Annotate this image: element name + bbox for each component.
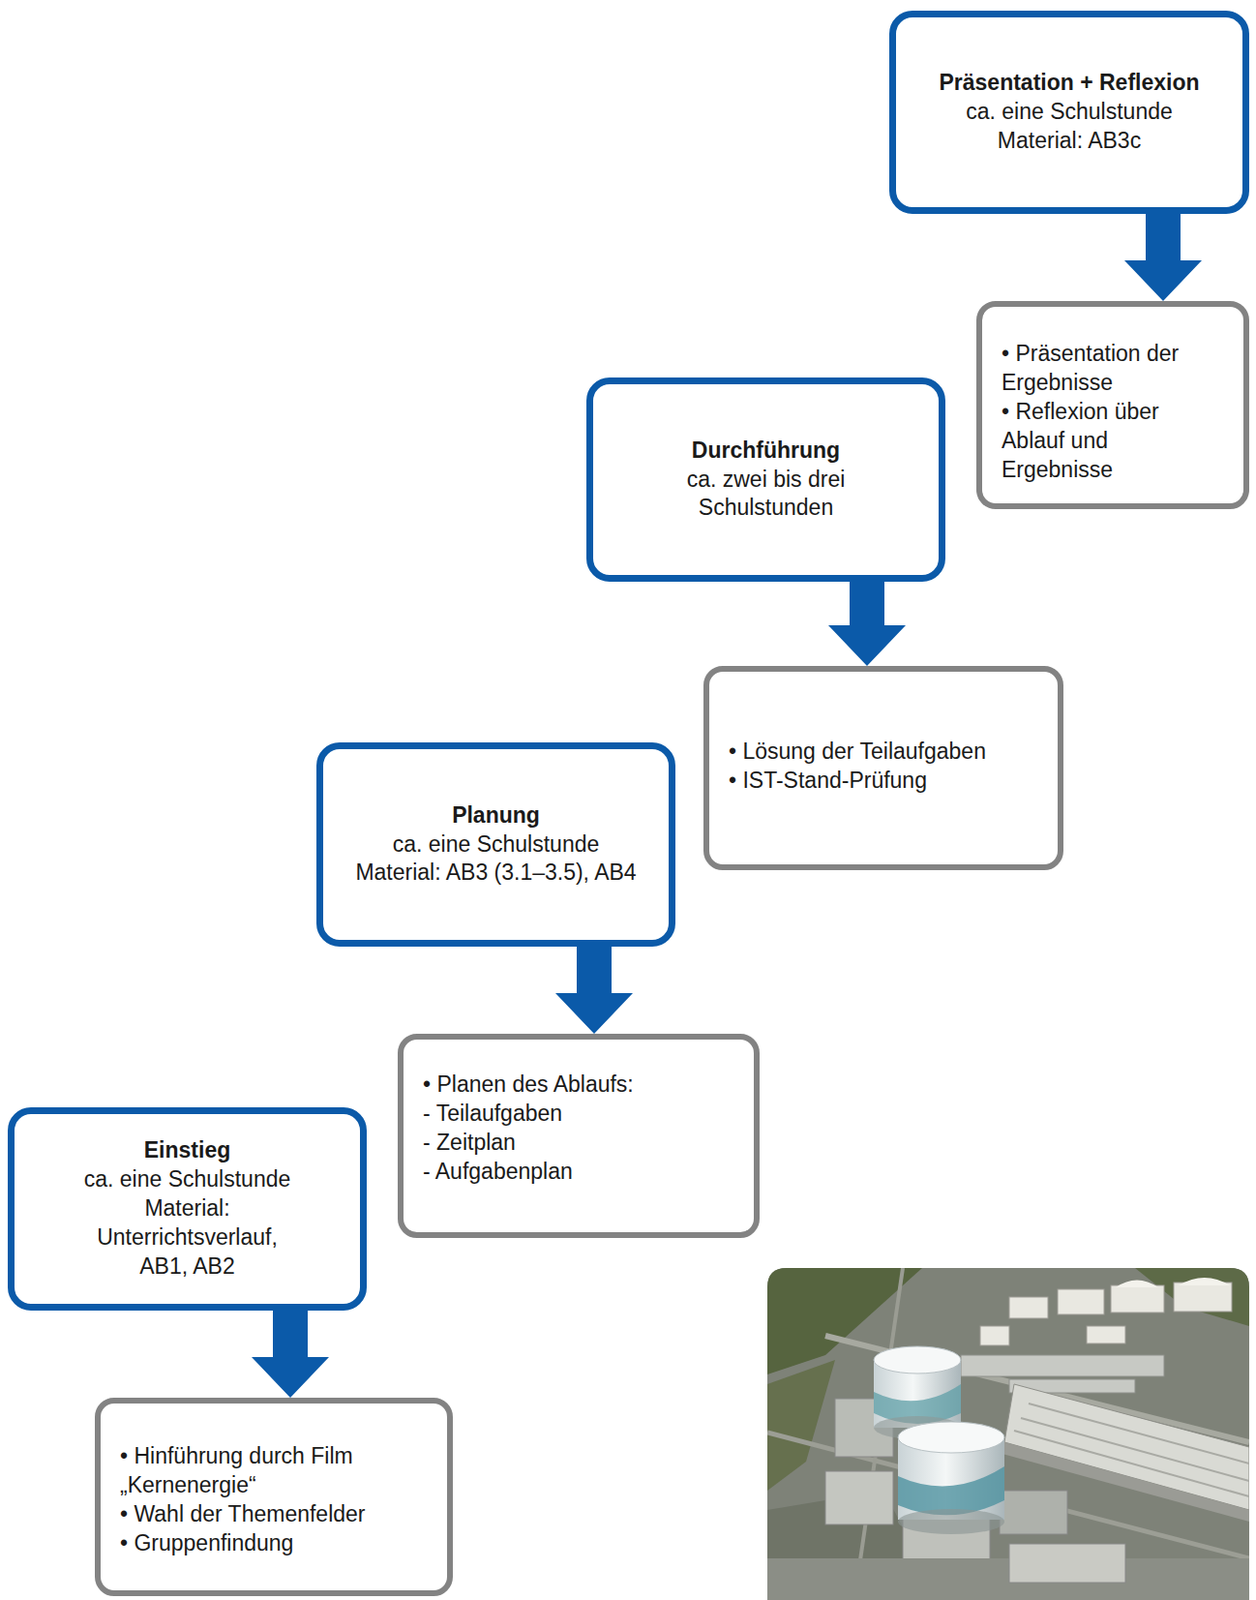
detail-box: • Planen des Ablaufs:- Teilaufgaben- Zei… bbox=[397, 1033, 760, 1238]
phase-box: Durchführungca. zwei bis drei Schulstund… bbox=[586, 377, 946, 582]
phase-detail: ca. eine Schulstunde bbox=[84, 1165, 292, 1195]
phase-detail: Material: AB3 (3.1–3.5), AB4 bbox=[355, 858, 636, 888]
detail-box: • Präsentation der Ergebnisse• Reflexion… bbox=[976, 300, 1250, 509]
bullet-item: • Reflexion über Ablauf und Ergebnisse bbox=[1001, 397, 1225, 485]
phase-detail: ca. eine Schulstunde bbox=[392, 830, 600, 860]
detail-box: • Lösung der Teilaufgaben• IST-Stand-Prü… bbox=[703, 665, 1064, 870]
flow-arrow bbox=[1124, 211, 1202, 301]
bullet-item: - Aufgabenplan bbox=[422, 1157, 735, 1187]
bullet-item: • Gruppenfindung bbox=[119, 1528, 428, 1558]
bullet-item: - Teilaufgaben bbox=[422, 1099, 735, 1129]
phase-title: Präsentation + Reflexion bbox=[938, 68, 1199, 98]
phase-box: Einstiegca. eine SchulstundeMaterial: Un… bbox=[7, 1106, 367, 1311]
flow-arrow bbox=[555, 944, 633, 1034]
phase-title: Einstieg bbox=[144, 1136, 231, 1166]
flow-arrow bbox=[828, 579, 906, 666]
phase-detail: ca. zwei bis drei Schulstunden bbox=[655, 465, 878, 524]
bullet-item: • Wahl der Themenfelder bbox=[119, 1499, 428, 1529]
power-plant-photo bbox=[767, 1267, 1250, 1600]
bullet-item: • IST-Stand-Prüfung bbox=[728, 766, 1039, 796]
phase-title: Planung bbox=[451, 801, 540, 831]
phase-detail: Material: AB3c bbox=[997, 126, 1141, 156]
phase-box: Präsentation + Reflexionca. eine Schulst… bbox=[889, 10, 1250, 214]
flow-arrow bbox=[251, 1308, 329, 1398]
phase-detail: Material: Unterrichtsverlauf, AB1, AB2 bbox=[71, 1194, 304, 1282]
phase-box: Planungca. eine SchulstundeMaterial: AB3… bbox=[316, 742, 676, 947]
bullet-item: • Hinführung durch Film „Kernenergie“ bbox=[119, 1441, 428, 1500]
bullet-item: • Präsentation der Ergebnisse bbox=[1001, 339, 1225, 398]
detail-box: • Hinführung durch Film „Kernenergie“• W… bbox=[94, 1397, 453, 1596]
bullet-item: - Zeitplan bbox=[422, 1128, 735, 1158]
bullet-item: • Planen des Ablaufs: bbox=[422, 1070, 735, 1100]
phase-detail: ca. eine Schulstunde bbox=[965, 97, 1173, 127]
bullet-item: • Lösung der Teilaufgaben bbox=[728, 737, 1039, 767]
phase-title: Durchführung bbox=[691, 436, 840, 466]
